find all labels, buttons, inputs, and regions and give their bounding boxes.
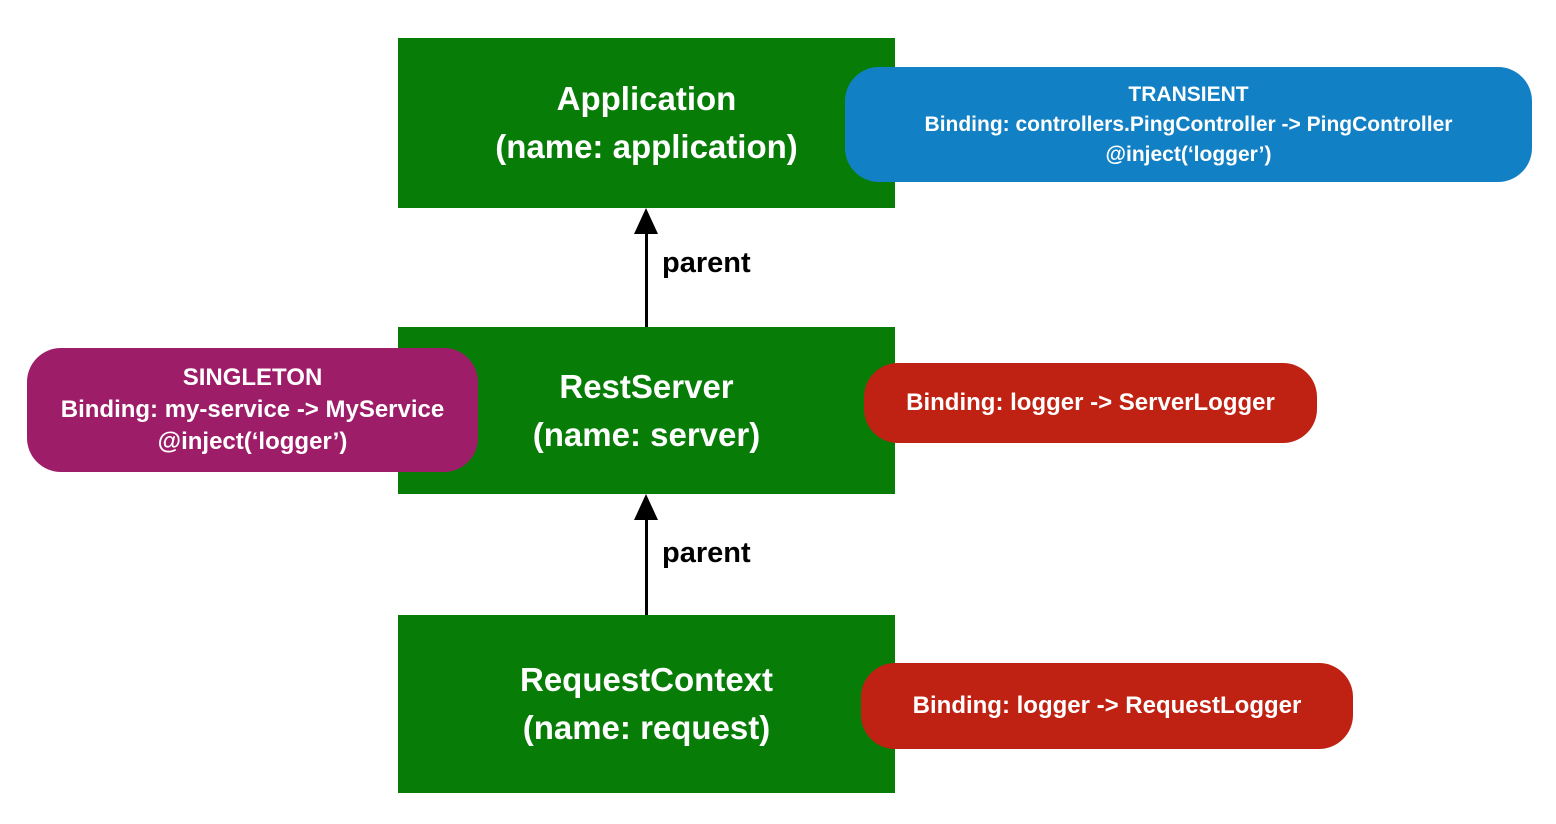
context-subtitle-restserver: (name: server): [532, 415, 761, 453]
context-subtitle-requestcontext: (name: request): [522, 709, 771, 746]
context-box-application: Application (name: application): [398, 38, 895, 208]
context-title-restserver: RestServer: [559, 367, 734, 405]
binding-scope: SINGLETON: [182, 364, 323, 391]
context-subtitle-application: (name: application): [495, 128, 798, 165]
arrow-up-icon: [634, 208, 658, 234]
parent-label-top: parent: [662, 247, 751, 279]
binding-badge-singleton: SINGLETON Binding: my-service -> MyServi…: [27, 348, 478, 472]
parent-arrow-server-to-application: [634, 208, 658, 327]
context-box-restserver: RestServer (name: server): [398, 327, 895, 494]
binding-scope: TRANSIENT: [1128, 82, 1249, 106]
binding-badge-request-logger: Binding: logger -> RequestLogger: [861, 663, 1353, 749]
binding-badge-transient: TRANSIENT Binding: controllers.PingContr…: [845, 67, 1532, 182]
arrow-up-icon: [634, 494, 658, 520]
arrow-shaft: [644, 234, 648, 327]
parent-label-bottom: parent: [662, 537, 751, 569]
binding-inject: @inject(‘logger’): [157, 428, 348, 455]
binding-badge-server-logger: Binding: logger -> ServerLogger: [864, 363, 1317, 443]
arrow-shaft: [644, 520, 648, 615]
binding-text: Binding: logger -> ServerLogger: [906, 389, 1275, 416]
context-title-requestcontext: RequestContext: [519, 661, 774, 698]
binding-text: Binding: logger -> RequestLogger: [912, 692, 1302, 719]
binding-text: Binding: controllers.PingController -> P…: [924, 112, 1453, 136]
binding-text: Binding: my-service -> MyService: [60, 396, 445, 423]
parent-arrow-request-to-server: [634, 494, 658, 615]
context-title-application: Application: [556, 80, 737, 117]
context-box-requestcontext: RequestContext (name: request): [398, 615, 895, 793]
binding-inject: @inject(‘logger’): [1105, 142, 1272, 166]
